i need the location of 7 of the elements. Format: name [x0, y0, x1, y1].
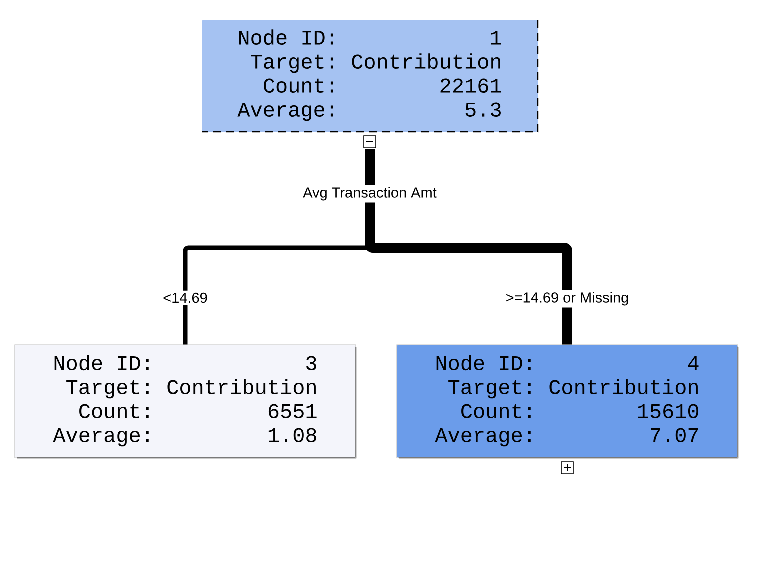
edge-label: <14.69 [161, 290, 210, 306]
tree-node-box: Node ID: 1 Target: Contribution Count: 22161 Average: 5.3 [202, 20, 539, 148]
tree-branch-line [365, 149, 572, 345]
split-variable-label: Avg Transaction Amt [301, 185, 439, 203]
tree-node-box: Node ID: 4 Target: Contribution Count: 15610 Average: 7.07 [396, 344, 739, 474]
tree-node-box: Node ID: 3 Target: Contribution Count: 6551 Average: 1.08 [14, 344, 357, 459]
edge-label: >=14.69 or Missing [504, 290, 632, 308]
